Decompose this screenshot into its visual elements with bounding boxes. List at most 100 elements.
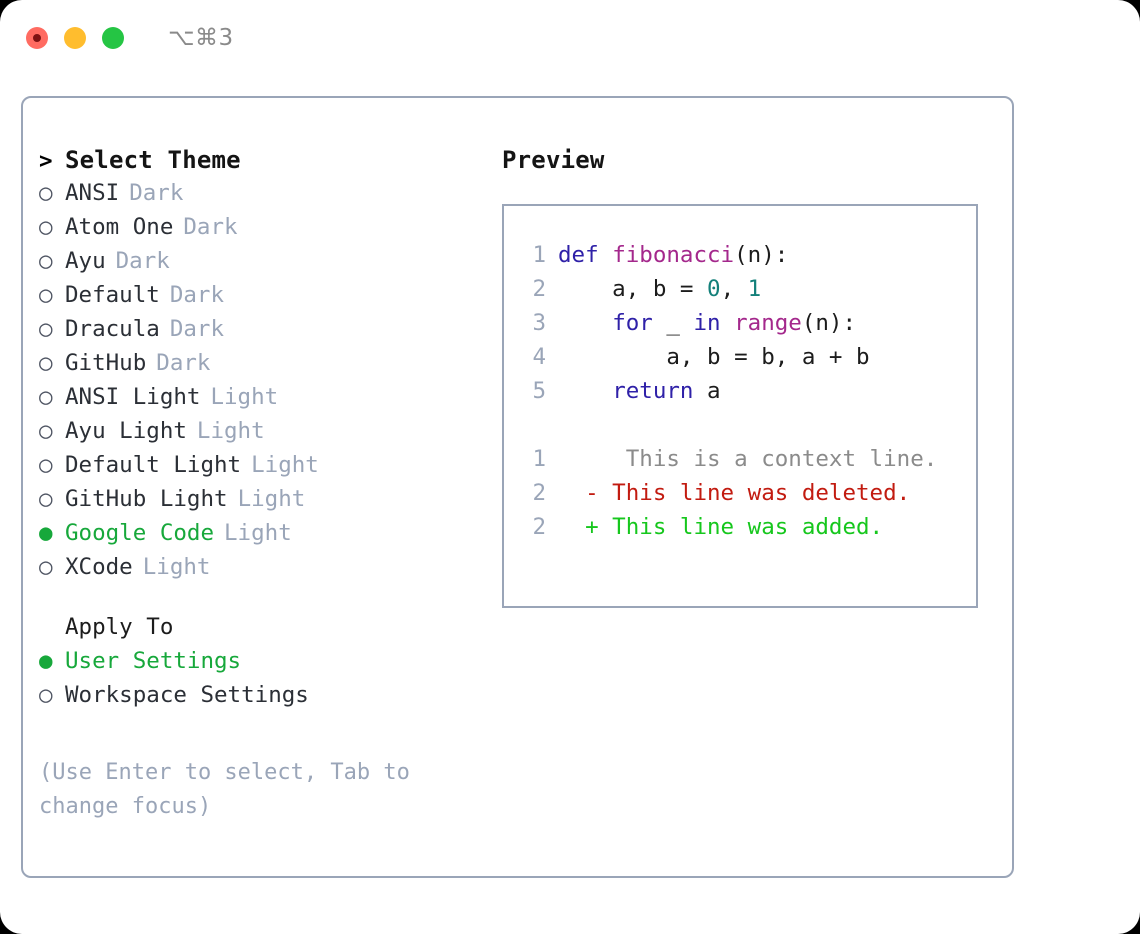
theme-variant-badge: Light [142,554,211,580]
preview-title: Preview [502,146,605,174]
theme-variant-badge: Dark [156,350,211,376]
diff-line-number: 1 [532,446,546,472]
apply-to-header: Apply To [39,614,509,648]
theme-list-item[interactable]: ○ XCode Light [39,554,509,588]
maximize-button-icon[interactable] [102,27,124,49]
theme-name: Dracula [65,316,160,342]
caret-icon: > [39,148,53,174]
code-token-num: 0 [707,276,721,302]
theme-list-item[interactable]: ○ Ayu Dark [39,248,509,282]
diff-line-number: 2 [532,480,546,506]
apply-to-label: User Settings [65,648,242,674]
radio-unselected-icon: ○ [39,486,53,512]
diff-line: 2 + This line was added. [520,514,976,548]
theme-variant-badge: Light [224,520,292,546]
code-line: 2 a, b = 0, 1 [520,276,976,310]
help-hint-text: (Use Enter to select, Tab to change focu… [39,760,410,819]
code-token-pl [558,378,612,404]
code-token-fn: fibonacci [612,242,735,268]
diff-sample: 1 This is a context line.2 - This line w… [520,446,976,548]
keyboard-shortcut-label: ⌥⌘3 [168,25,234,51]
code-token-pl: (n): [801,310,857,336]
radio-unselected-icon: ○ [39,316,53,342]
code-line: 5 return a [520,378,976,412]
spacer [39,588,509,614]
theme-name: Ayu [65,248,106,274]
radio-unselected-icon: ○ [39,282,53,308]
diff-text-ctx: This is a context line. [558,446,938,472]
code-token-kw: for [612,310,653,336]
radio-selected-icon: ● [39,520,53,546]
code-token-pl: a [693,378,721,404]
code-token-pl: a, b = b, a + b [558,344,870,370]
theme-list-item[interactable]: ○ Dracula Dark [39,316,509,350]
theme-name: Default [65,282,160,308]
page-title: Select Theme [65,146,241,174]
theme-name: ANSI Light [65,384,201,410]
code-token-pl [558,310,612,336]
close-dot-icon [33,34,41,42]
diff-line-number: 2 [532,514,546,540]
radio-unselected-icon: ○ [39,248,53,274]
line-number: 4 [532,344,546,370]
theme-variant-badge: Dark [169,282,225,308]
theme-variant-badge: Dark [169,316,225,342]
line-number: 3 [532,310,546,336]
line-number: 5 [532,378,546,404]
apply-to-label: Workspace Settings [65,682,309,708]
code-line: 4 a, b = b, a + b [520,344,976,378]
radio-unselected-icon: ○ [39,384,53,410]
radio-unselected-icon: ○ [39,554,53,580]
apply-to-item[interactable]: ○ Workspace Settings [39,682,509,716]
theme-variant-badge: Dark [129,180,184,206]
apply-to-item[interactable]: ●User Settings [39,648,509,682]
radio-unselected-icon: ○ [39,682,53,708]
theme-name: XCode [65,554,133,580]
apply-to-title: Apply To [65,614,174,640]
diff-line: 1 This is a context line. [520,446,976,480]
code-token-pl: (n): [734,242,789,268]
code-text: def fibonacci(n): [558,242,788,268]
diff-text-del: - This line was deleted. [558,480,911,506]
spacer-2 [39,716,509,742]
theme-name: Atom One [65,214,174,240]
minimize-button-icon[interactable] [64,27,86,49]
theme-variant-badge: Dark [115,248,170,274]
code-text: for _ in range(n): [558,310,856,336]
code-token-num: 1 [747,276,762,302]
theme-variant-badge: Light [196,418,265,444]
diff-line: 2 - This line was deleted. [520,480,976,514]
diff-text-add: + This line was added. [558,514,884,540]
theme-list-item[interactable]: ○ Default Dark [39,282,509,316]
close-button-icon[interactable] [26,27,48,49]
theme-variant-badge: Light [251,452,319,478]
radio-unselected-icon: ○ [39,180,53,206]
code-text: return a [558,378,721,404]
theme-list-item[interactable]: ○ ANSI Light Light [39,384,509,418]
theme-variant-badge: Light [210,384,279,410]
code-text: a, b = 0, 1 [558,276,761,302]
preview-spacer [520,412,976,446]
code-token-pl: , [720,276,748,302]
select-theme-header: > Select Theme [39,146,509,180]
line-number: 2 [532,276,546,302]
code-token-fn: range [734,310,802,336]
theme-name: GitHub Light [65,486,228,512]
code-token-pl: a, b = [558,276,708,302]
code-token-kw: return [612,378,694,404]
traffic-lights [26,27,124,49]
theme-name: Ayu Light [65,418,187,444]
code-token-pl: _ [652,310,694,336]
